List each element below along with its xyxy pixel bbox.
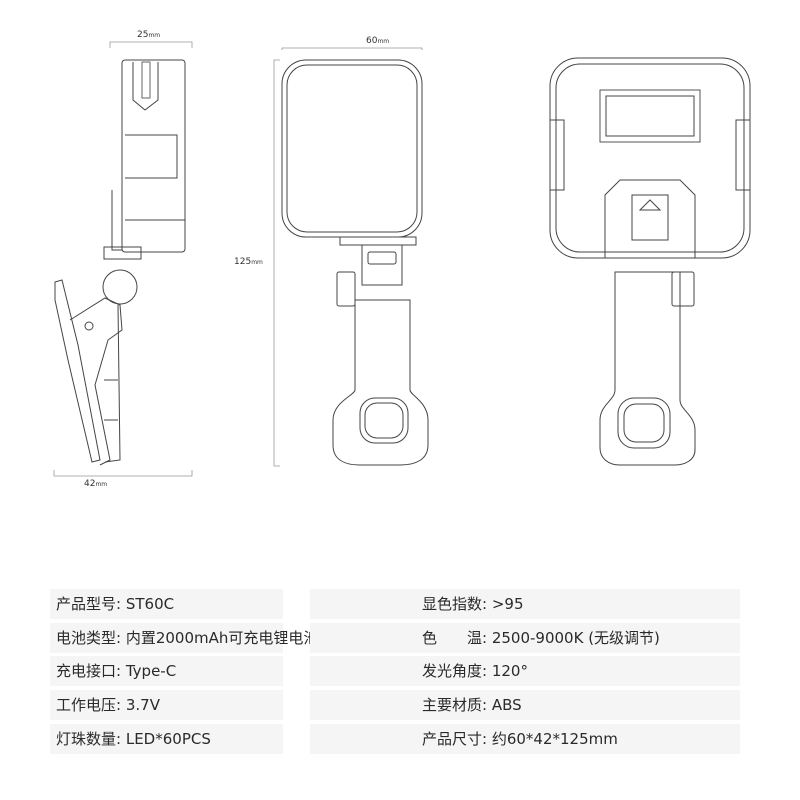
spec-row: 灯珠数量: LED*60PCS (50, 724, 283, 754)
front-view (281, 59, 429, 466)
spec-row: 色 温: 2500-9000K (无级调节) (310, 623, 740, 653)
spec-row: 显色指数: >95 (310, 589, 740, 619)
dim-side-top: 25mm (137, 30, 161, 40)
side-view (54, 59, 186, 466)
spec-row: 发光角度: 120° (310, 656, 740, 686)
spec-row: 产品尺寸: 约60*42*125mm (310, 724, 740, 754)
back-view (549, 57, 751, 466)
dim-side-bottom: 42mm (84, 479, 108, 489)
technical-drawing (53, 41, 751, 477)
spec-row: 产品型号: ST60C (50, 589, 283, 619)
dimension-lines (53, 41, 423, 477)
spec-row: 电池类型: 内置2000mAh可充电锂电池 (50, 623, 318, 653)
spec-row: 充电接口: Type-C (50, 656, 283, 686)
spec-row: 主要材质: ABS (310, 690, 740, 720)
dim-front-height: 125mm (234, 257, 263, 267)
spec-row: 工作电压: 3.7V (50, 690, 283, 720)
dim-front-width: 60mm (366, 36, 390, 46)
